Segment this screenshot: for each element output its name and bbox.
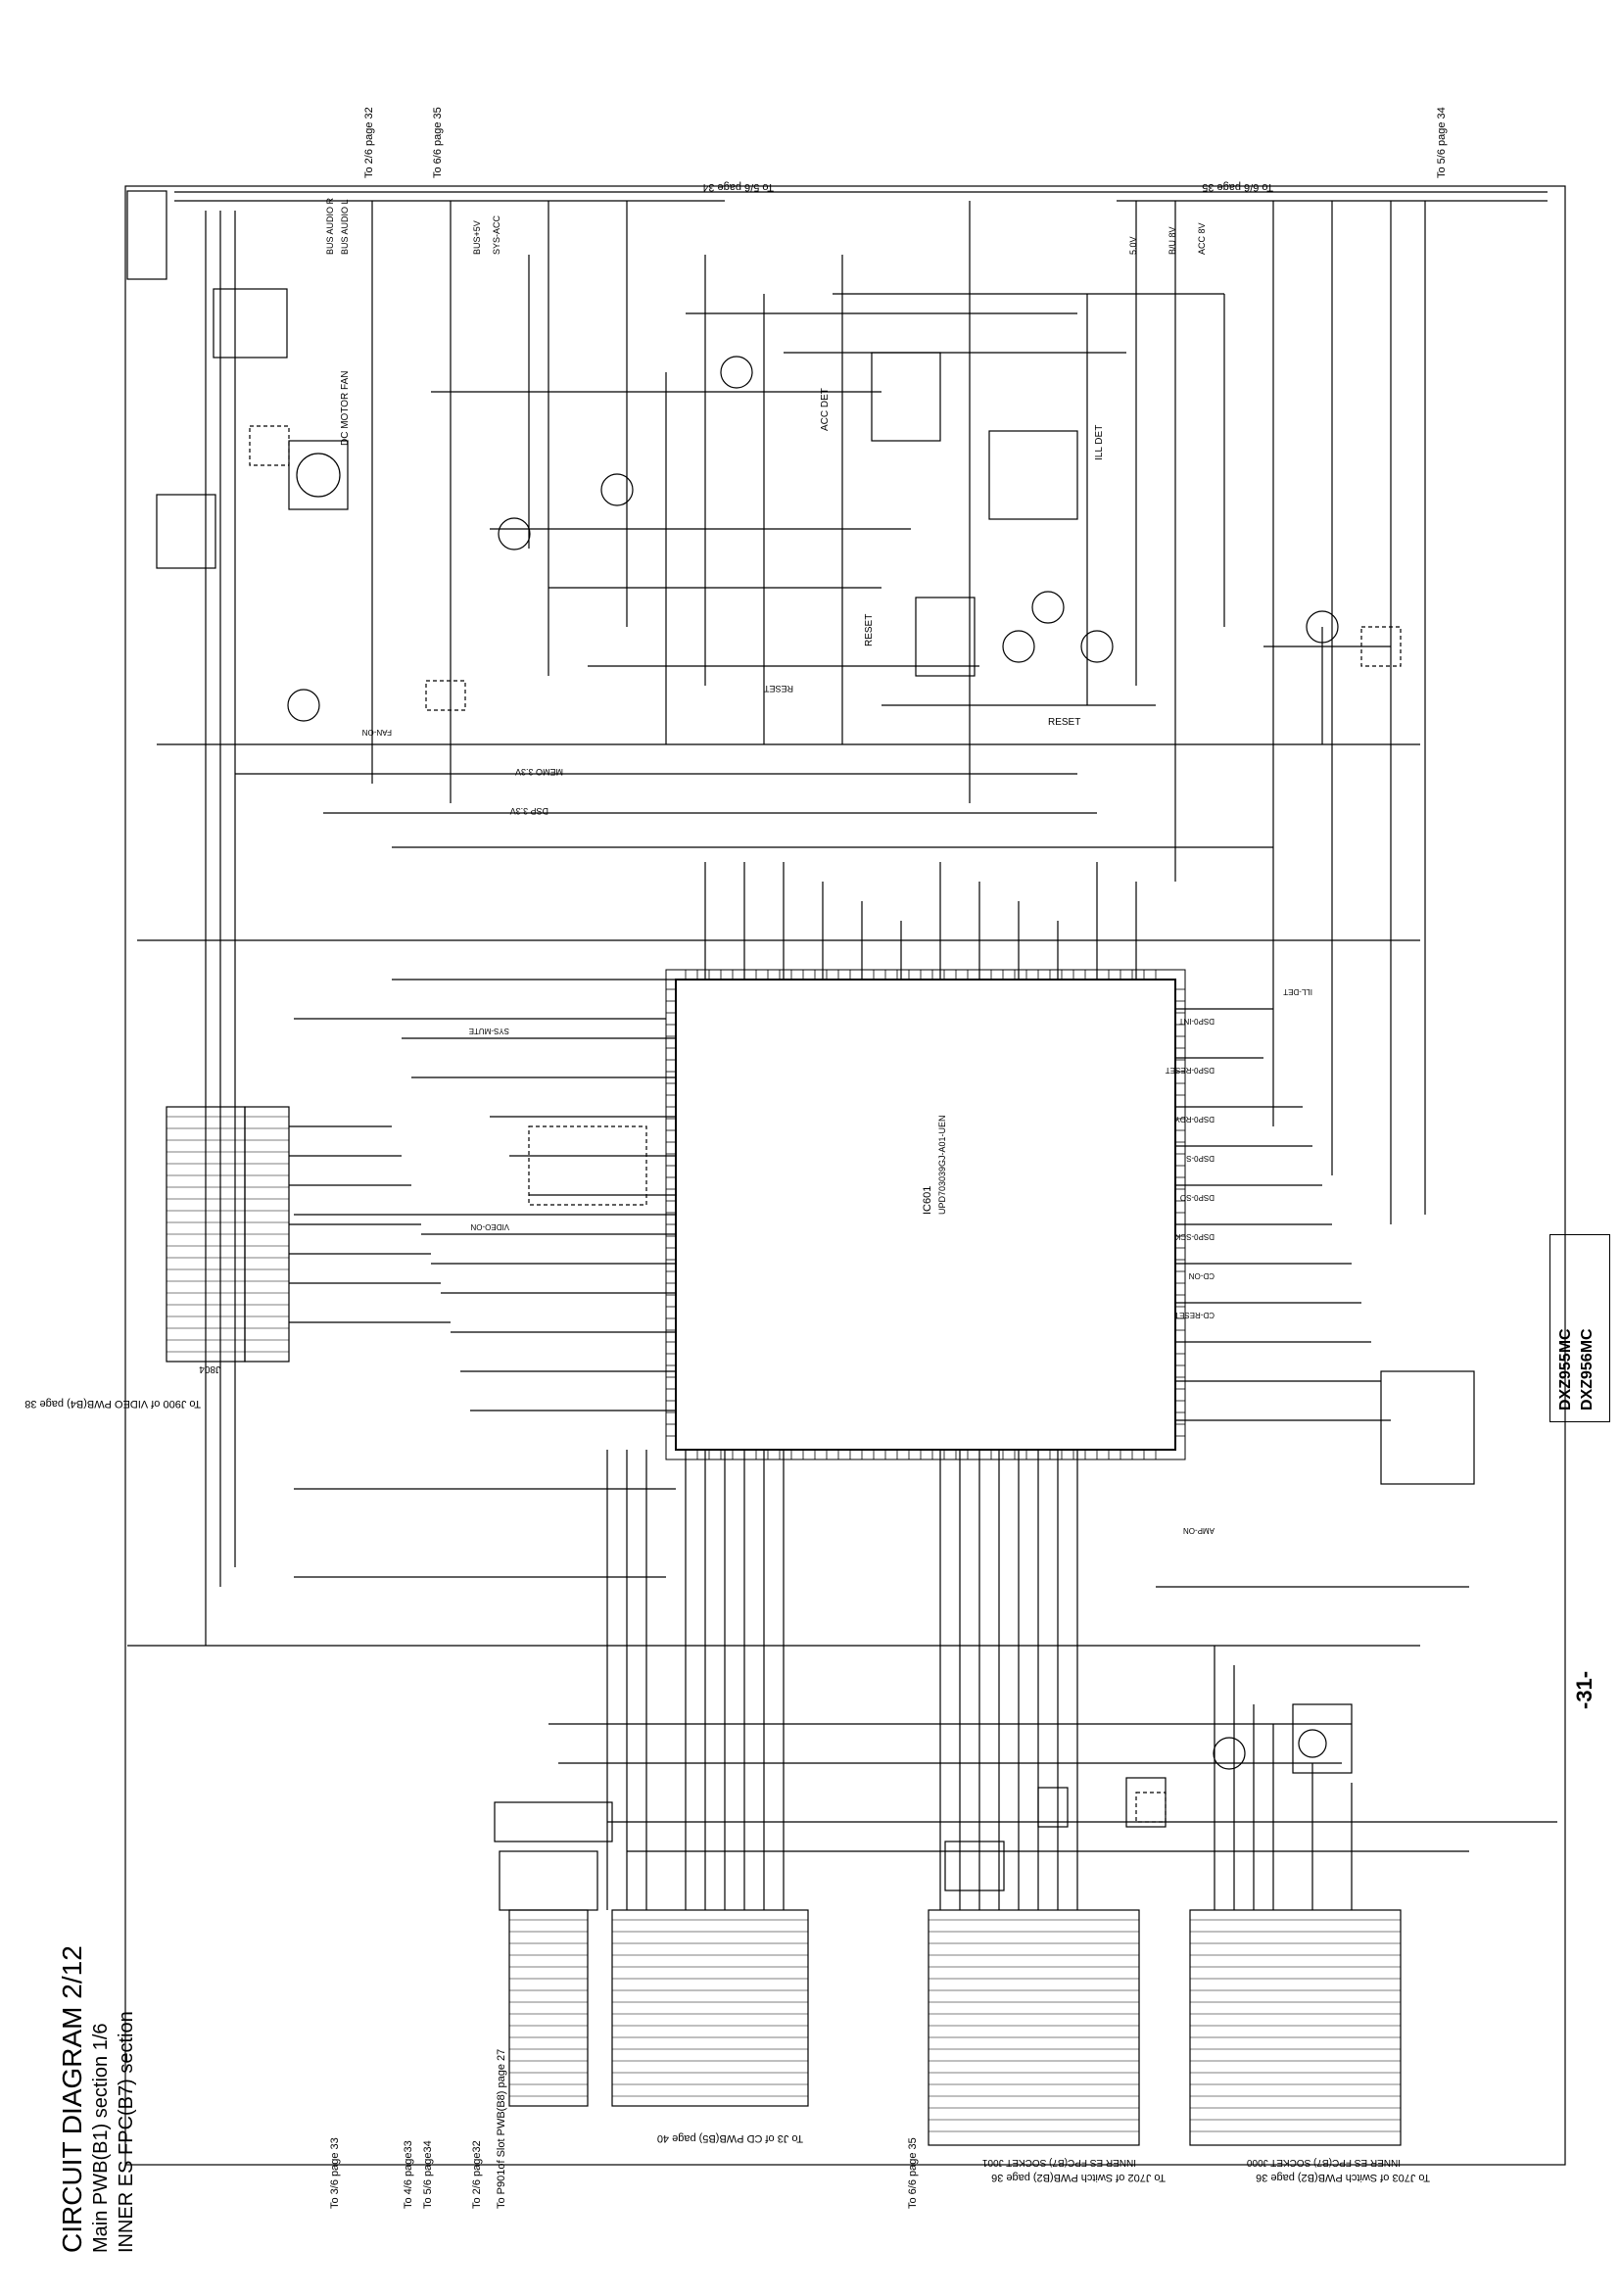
j804-id: J804 (199, 1363, 220, 1374)
net-sys-mute: SYS-MUTE (469, 1027, 509, 1035)
net-fan-on: FAN-ON (362, 728, 392, 737)
net-ill-det: ILL-DET (1283, 987, 1312, 996)
ref-to-66-p35-bottom: To 6/6 page 35 (907, 2137, 919, 2209)
main-cpu-ic601 (675, 979, 1176, 1451)
net-video-on: VIDEO-ON (470, 1222, 509, 1231)
transistor-q803 (720, 356, 753, 389)
ref-to-56-p34: To 5/6 page 34 (702, 181, 774, 193)
net-reset: RESET (763, 684, 793, 694)
main-ic-label: IC601 (922, 1186, 933, 1215)
reset-label-2: RESET (1048, 717, 1080, 728)
ref-to-36-p33: To 3/6 page 33 (329, 2137, 341, 2209)
ic601-pin-labels (666, 970, 1185, 1459)
j802-caption: To P901of Slot PWB(B8) page 27 (496, 2049, 507, 2209)
net-memo: MEMO 3.3V (515, 767, 563, 777)
ill-det-label: ILL DET (1094, 425, 1105, 460)
net-dsp: DSP 3.3V (510, 806, 548, 816)
model-box: DXZ955MC DXZ956MC (1548, 1234, 1616, 1430)
diagram-subtitle-2: INNER ES FPC(B7) section (116, 2011, 137, 2253)
net-dsp0-int: DSP0-INT (1178, 1017, 1215, 1026)
ref-to-j702: To J702 of Switch PWB(B2) page 36 (991, 2172, 1166, 2183)
net-bus-audio-l: BUS AUDIO L (340, 199, 350, 255)
net-dsp0-rdy: DSP0-RDY (1174, 1115, 1215, 1124)
page-number: -31- (1572, 1670, 1596, 1709)
ref-to-66-p35: To 6/6 page 35 (432, 107, 444, 178)
connector-j001 (928, 1909, 1140, 2146)
net-dsp0-so: DSP0-SO (1180, 1193, 1215, 1202)
main-ic-part: UPD703039GJ-A01-UEN (937, 1115, 947, 1215)
diagram-subtitle-1: Main PWB(B1) section 1/6 (90, 2023, 112, 2253)
connector-j000 (1189, 1909, 1402, 2146)
net-amp-on: AMP-ON (1183, 1526, 1215, 1535)
ref-to-j703: To J703 of Switch PWB(B2) page 36 (1256, 2172, 1430, 2183)
net-bus5v: BUS+5V (472, 220, 482, 255)
acc-det-label: ACC DET (820, 388, 831, 431)
dc-motor-fan-label: DC MOTOR FAN (340, 371, 351, 446)
ref-to-46-p33: To 4/6 page33 (403, 2140, 414, 2209)
ref-to-26-p32b: To 2/6 page32 (471, 2140, 483, 2209)
fan-driver-ic (156, 494, 216, 569)
connector-j803 (611, 1909, 809, 2107)
ref-to-56-p34b: To 5/6 page34 (422, 2140, 434, 2209)
acc-det-ic (871, 352, 941, 442)
net-sys-acc: SYS-ACC (492, 215, 501, 255)
transistor-q805 (1031, 591, 1065, 624)
eeprom-ic (1380, 1370, 1475, 1485)
net-dsp0-sck: DSP0-SCK (1174, 1232, 1215, 1241)
dc-motor-fan (288, 440, 349, 510)
j001-caption: INNER ES FPC(B7) SOCKET J001 (981, 2157, 1136, 2168)
transistor-q809 (1213, 1737, 1246, 1770)
net-cd-on: CD-ON (1189, 1271, 1215, 1280)
net-dsp0-reset: DSP0-RESET (1166, 1066, 1215, 1075)
connector-j802 (508, 1909, 589, 2107)
diagram-title: CIRCUIT DIAGRAM 2/12 (57, 1945, 87, 2253)
model-1: DXZ955MC (1557, 1328, 1574, 1411)
reset-ic (915, 597, 976, 677)
j804-caption: To J900 of VIDEO PWB(B4) page 38 (24, 1398, 201, 1410)
net-bus-audio-r: BUS AUDIO R (325, 197, 335, 255)
connector-bus (213, 288, 288, 359)
ref-to-66-p35-top: To 6/6 page 35 (1202, 181, 1273, 193)
transistor-q806 (1080, 630, 1114, 663)
net-cd-reset: CD-RESET (1174, 1311, 1215, 1319)
net-5v: 5.0V (1128, 236, 1138, 255)
reset-label: RESET (864, 614, 875, 646)
model-2: DXZ956MC (1579, 1328, 1596, 1411)
transistor-q807 (287, 689, 320, 722)
transistor-q802 (600, 473, 634, 506)
j000-caption: INNER ES FPC(B7) SOCKET J000 (1246, 2157, 1401, 2168)
ill-det-ic (988, 430, 1078, 520)
net-bu8v: B/U 8V (1167, 226, 1177, 255)
net-dsp0-si: DSP0-SI (1184, 1154, 1215, 1163)
schematic-frame (124, 185, 1566, 2166)
transistor-q808 (1306, 610, 1339, 644)
ref-to-26-p32: To 2/6 page 32 (363, 107, 375, 178)
ref-to-56-p34-right: To 5/6 page 34 (1436, 107, 1448, 178)
transistor-q801 (498, 517, 531, 550)
net-acc8v: ACC 8V (1197, 222, 1207, 255)
transistor-q804 (1002, 630, 1035, 663)
j803-caption: To J3 of CD PWB(B5) page 40 (657, 2132, 803, 2144)
